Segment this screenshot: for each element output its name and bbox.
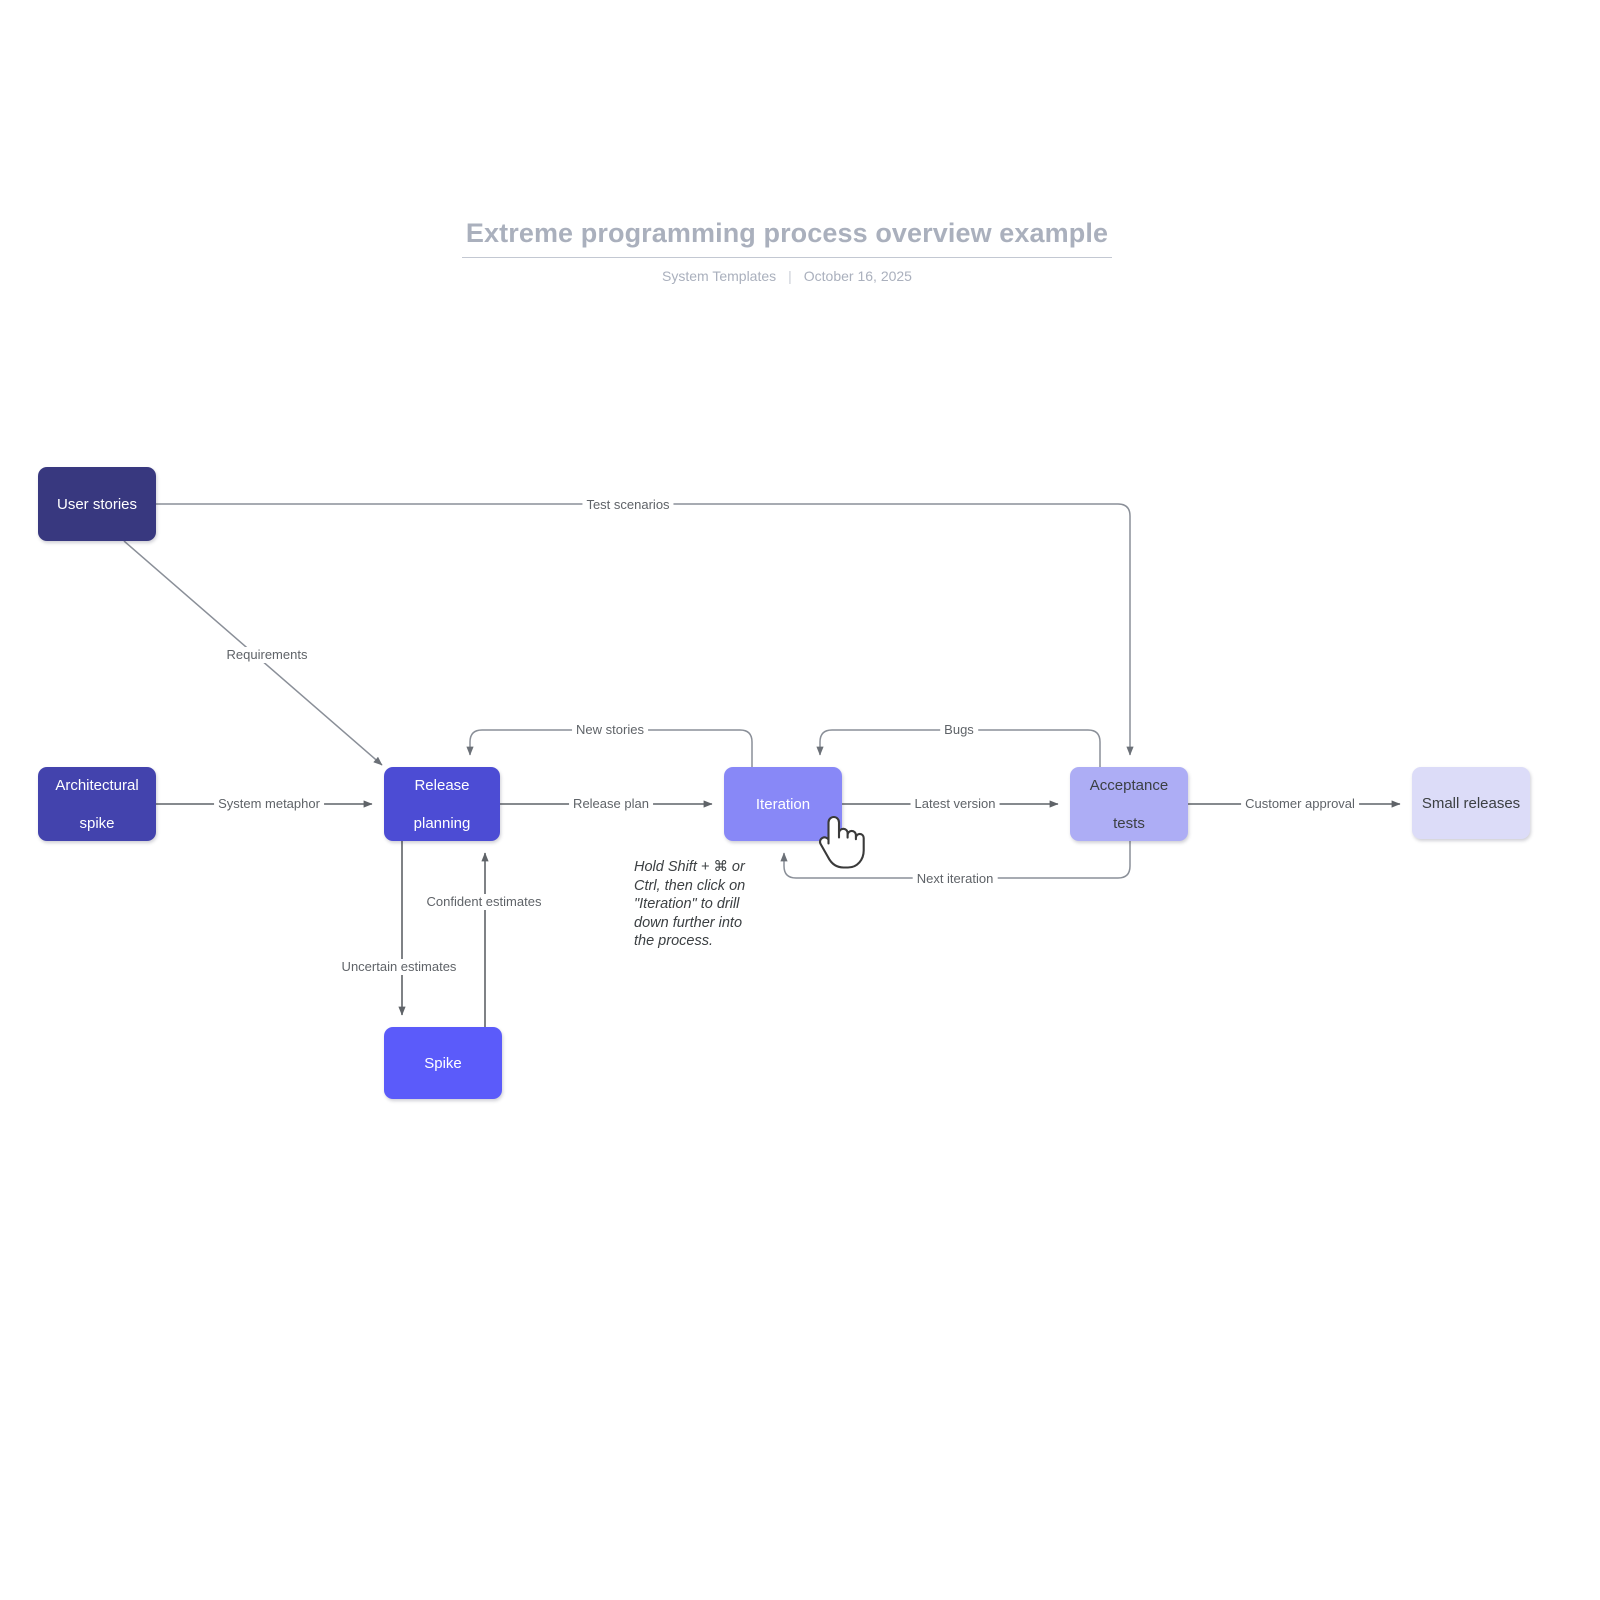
node-small-releases[interactable]: Small releases — [1412, 767, 1530, 839]
edge-label-uncertain-estimates: Uncertain estimates — [337, 959, 461, 975]
edge-test-scenarios — [156, 503, 1134, 756]
node-iteration[interactable]: Iteration — [724, 767, 842, 841]
annotation-note-line3: "Iteration" to drill — [634, 896, 740, 912]
node-architectural-spike[interactable]: Architectural spike — [38, 767, 156, 841]
edge-label-release-plan: Release plan — [569, 796, 653, 812]
node-spike-label: Spike — [424, 1054, 462, 1072]
edge-label-new-stories: New stories — [572, 722, 648, 738]
edge-label-next-iteration: Next iteration — [912, 871, 998, 887]
edge-label-system-metaphor: System metaphor — [214, 796, 324, 812]
edge-label-latest-version: Latest version — [910, 796, 1000, 812]
node-release-planning-label: Release planning — [414, 776, 471, 833]
node-architectural-spike-label: Architectural spike — [55, 776, 138, 833]
node-architectural-spike-line1: Architectural — [55, 776, 139, 794]
node-architectural-spike-line2: spike — [79, 814, 115, 832]
node-acceptance-tests-line2: tests — [1113, 814, 1145, 832]
annotation-note-line4: down further into — [634, 914, 743, 931]
node-iteration-label: Iteration — [755, 795, 811, 813]
annotation-note: Hold Shift + ⌘ or Ctrl, then click on "I… — [634, 858, 780, 951]
node-acceptance-tests[interactable]: Acceptance tests — [1070, 767, 1188, 841]
date-label: October 16, 2025 — [803, 268, 912, 284]
annotation-note-line2: Ctrl, then click on — [634, 877, 746, 894]
edge-label-requirements: Requirements — [222, 647, 312, 663]
node-acceptance-tests-line1: Acceptance — [1089, 776, 1169, 794]
node-release-planning-line2: planning — [413, 814, 471, 832]
edge-label-confident-estimates: Confident estimates — [422, 894, 546, 910]
edge-label-customer-approval: Customer approval — [1241, 796, 1359, 812]
node-release-planning[interactable]: Release planning — [384, 767, 500, 841]
node-user-stories[interactable]: User stories — [38, 467, 156, 541]
node-user-stories-label: User stories — [56, 495, 138, 513]
author-label: System Templates — [662, 268, 777, 284]
annotation-note-line5: the process. — [634, 933, 713, 949]
edge-label-test-scenarios: Test scenarios — [582, 497, 674, 513]
document-subtitle: System Templates | October 16, 2025 — [462, 267, 1112, 285]
node-acceptance-tests-label: Acceptance tests — [1090, 776, 1168, 833]
node-spike[interactable]: Spike — [384, 1027, 502, 1099]
title-divider — [462, 257, 1112, 258]
node-release-planning-line1: Release — [414, 776, 470, 794]
document-header: Extreme programming process overview exa… — [462, 215, 1112, 285]
node-small-releases-label: Small releases — [1421, 794, 1521, 812]
page-title: Extreme programming process overview exa… — [465, 218, 1109, 248]
subtitle-separator: | — [788, 268, 792, 284]
edge-label-bugs: Bugs — [940, 722, 978, 738]
annotation-note-line1: Hold Shift + ⌘ or — [634, 859, 745, 875]
